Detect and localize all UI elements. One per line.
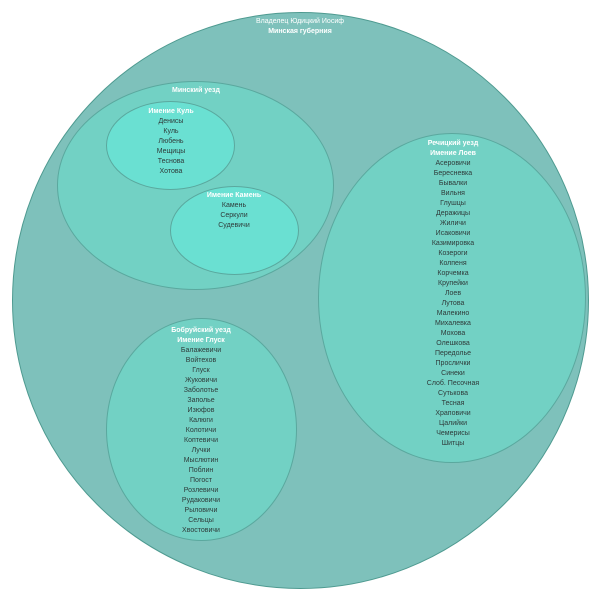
estate-village-item: Сутькова bbox=[438, 390, 468, 397]
estate-village-item: Слоб. Песочная bbox=[426, 380, 480, 387]
estate-village-item: Цалийки bbox=[438, 420, 468, 427]
estate-village-item: Лутова bbox=[441, 300, 465, 307]
estate-village-item: Любень bbox=[158, 138, 184, 145]
estate-village-item: Лучки bbox=[191, 447, 211, 454]
estate-village-item: Казимировка bbox=[431, 240, 475, 247]
estate-village-item: Корчемка bbox=[437, 270, 469, 277]
estate-village-item: Колотичи bbox=[185, 427, 217, 434]
estate-village-item: Балажевичи bbox=[180, 347, 222, 354]
estate-village-item: Мещицы bbox=[156, 148, 186, 155]
estate-village-item: Заболотье bbox=[183, 387, 219, 394]
estate-village-item: Сельцы bbox=[188, 517, 214, 524]
estate-village-item: Михалевка bbox=[435, 320, 471, 327]
circle-rechitsa-uezd bbox=[318, 133, 586, 463]
estate-village-item: Жуковичи bbox=[184, 377, 218, 384]
estate-village-item: Судевичи bbox=[218, 222, 250, 229]
estate-village-item: Войтехов bbox=[185, 357, 217, 364]
estate-village-item: Камень bbox=[221, 202, 247, 209]
estate-village-item: Изюфов bbox=[187, 407, 215, 414]
estate-village-item: Куль bbox=[163, 128, 179, 135]
estate-village-item: Серкули bbox=[220, 212, 248, 219]
estate-village-item: Лоев bbox=[444, 290, 462, 297]
estate-village-item: Глушцы bbox=[440, 200, 466, 207]
estate-village-item: Глуск bbox=[192, 367, 210, 374]
estate-village-item: Передолье bbox=[434, 350, 472, 357]
estate-village-item: Заполье bbox=[187, 397, 215, 404]
estate-village-item: Коптевичи bbox=[184, 437, 218, 444]
estate-village-item: Вильня bbox=[441, 190, 465, 197]
estate-village-item: Рудаковичи bbox=[181, 497, 221, 504]
circle-imenie-kamen bbox=[170, 186, 299, 275]
estate-village-item: Синеки bbox=[441, 370, 465, 377]
estate-village-item: Денисы bbox=[158, 118, 184, 125]
circle-imenie-kul bbox=[106, 101, 235, 190]
estate-village-item: Деражицы bbox=[435, 210, 471, 217]
estate-village-item: Погост bbox=[190, 477, 212, 484]
estate-village-item: Асеровичи bbox=[435, 160, 471, 167]
estate-village-item: Бересневка bbox=[433, 170, 473, 177]
owner-name: Владелец Юдицкий Иосиф bbox=[255, 18, 345, 25]
estate-village-item: Поблин bbox=[188, 467, 214, 474]
estate-village-item: Хотова bbox=[159, 168, 183, 175]
estate-village-item: Рыловичи bbox=[184, 507, 218, 514]
estate-village-item: Теснова bbox=[157, 158, 185, 165]
circle-bobruisk-uezd bbox=[106, 318, 297, 541]
imenie-loev-title: Имение Лоев bbox=[430, 150, 476, 157]
estate-village-item: Чемерисы bbox=[436, 430, 470, 437]
owner-label: Владелец Юдицкий Иосиф Минская губерния bbox=[256, 17, 344, 37]
estate-village-item: Храповичи bbox=[435, 410, 471, 417]
imenie-kul-title: Имение Куль bbox=[148, 108, 194, 115]
estate-village-item: Колпеня bbox=[439, 260, 467, 267]
estate-village-item: Крупейки bbox=[438, 280, 468, 287]
imenie-glusk-title: Имение Глуск bbox=[177, 337, 225, 344]
guberniya-name: Минская губерния bbox=[268, 28, 332, 35]
estate-village-item: Исаковичи bbox=[435, 230, 471, 237]
imenie-kamen-title: Имение Камень bbox=[206, 192, 262, 199]
estate-village-item: Прослички bbox=[435, 360, 471, 367]
bobruisk-uezd-title: Бобруйский уезд bbox=[171, 327, 231, 334]
estate-village-item: Малекино bbox=[436, 310, 470, 317]
minsk-uezd-title: Минский уезд bbox=[172, 87, 220, 94]
rechitsa-uezd-title: Речицкий уезд bbox=[427, 140, 479, 147]
estate-village-item: Калюги bbox=[189, 417, 213, 424]
estate-village-item: Бывалки bbox=[438, 180, 468, 187]
estate-village-item: Розлевичи bbox=[183, 487, 219, 494]
estate-village-item: Жиличи bbox=[440, 220, 466, 227]
estate-village-item: Мыслютин bbox=[183, 457, 219, 464]
estate-village-item: Шитцы bbox=[441, 440, 465, 447]
estate-village-item: Козероги bbox=[438, 250, 468, 257]
estate-village-item: Мохова bbox=[440, 330, 466, 337]
estate-village-item: Хвостовичи bbox=[182, 527, 220, 534]
estate-village-item: Тесная bbox=[441, 400, 465, 407]
estate-village-item: Олешкова bbox=[436, 340, 470, 347]
